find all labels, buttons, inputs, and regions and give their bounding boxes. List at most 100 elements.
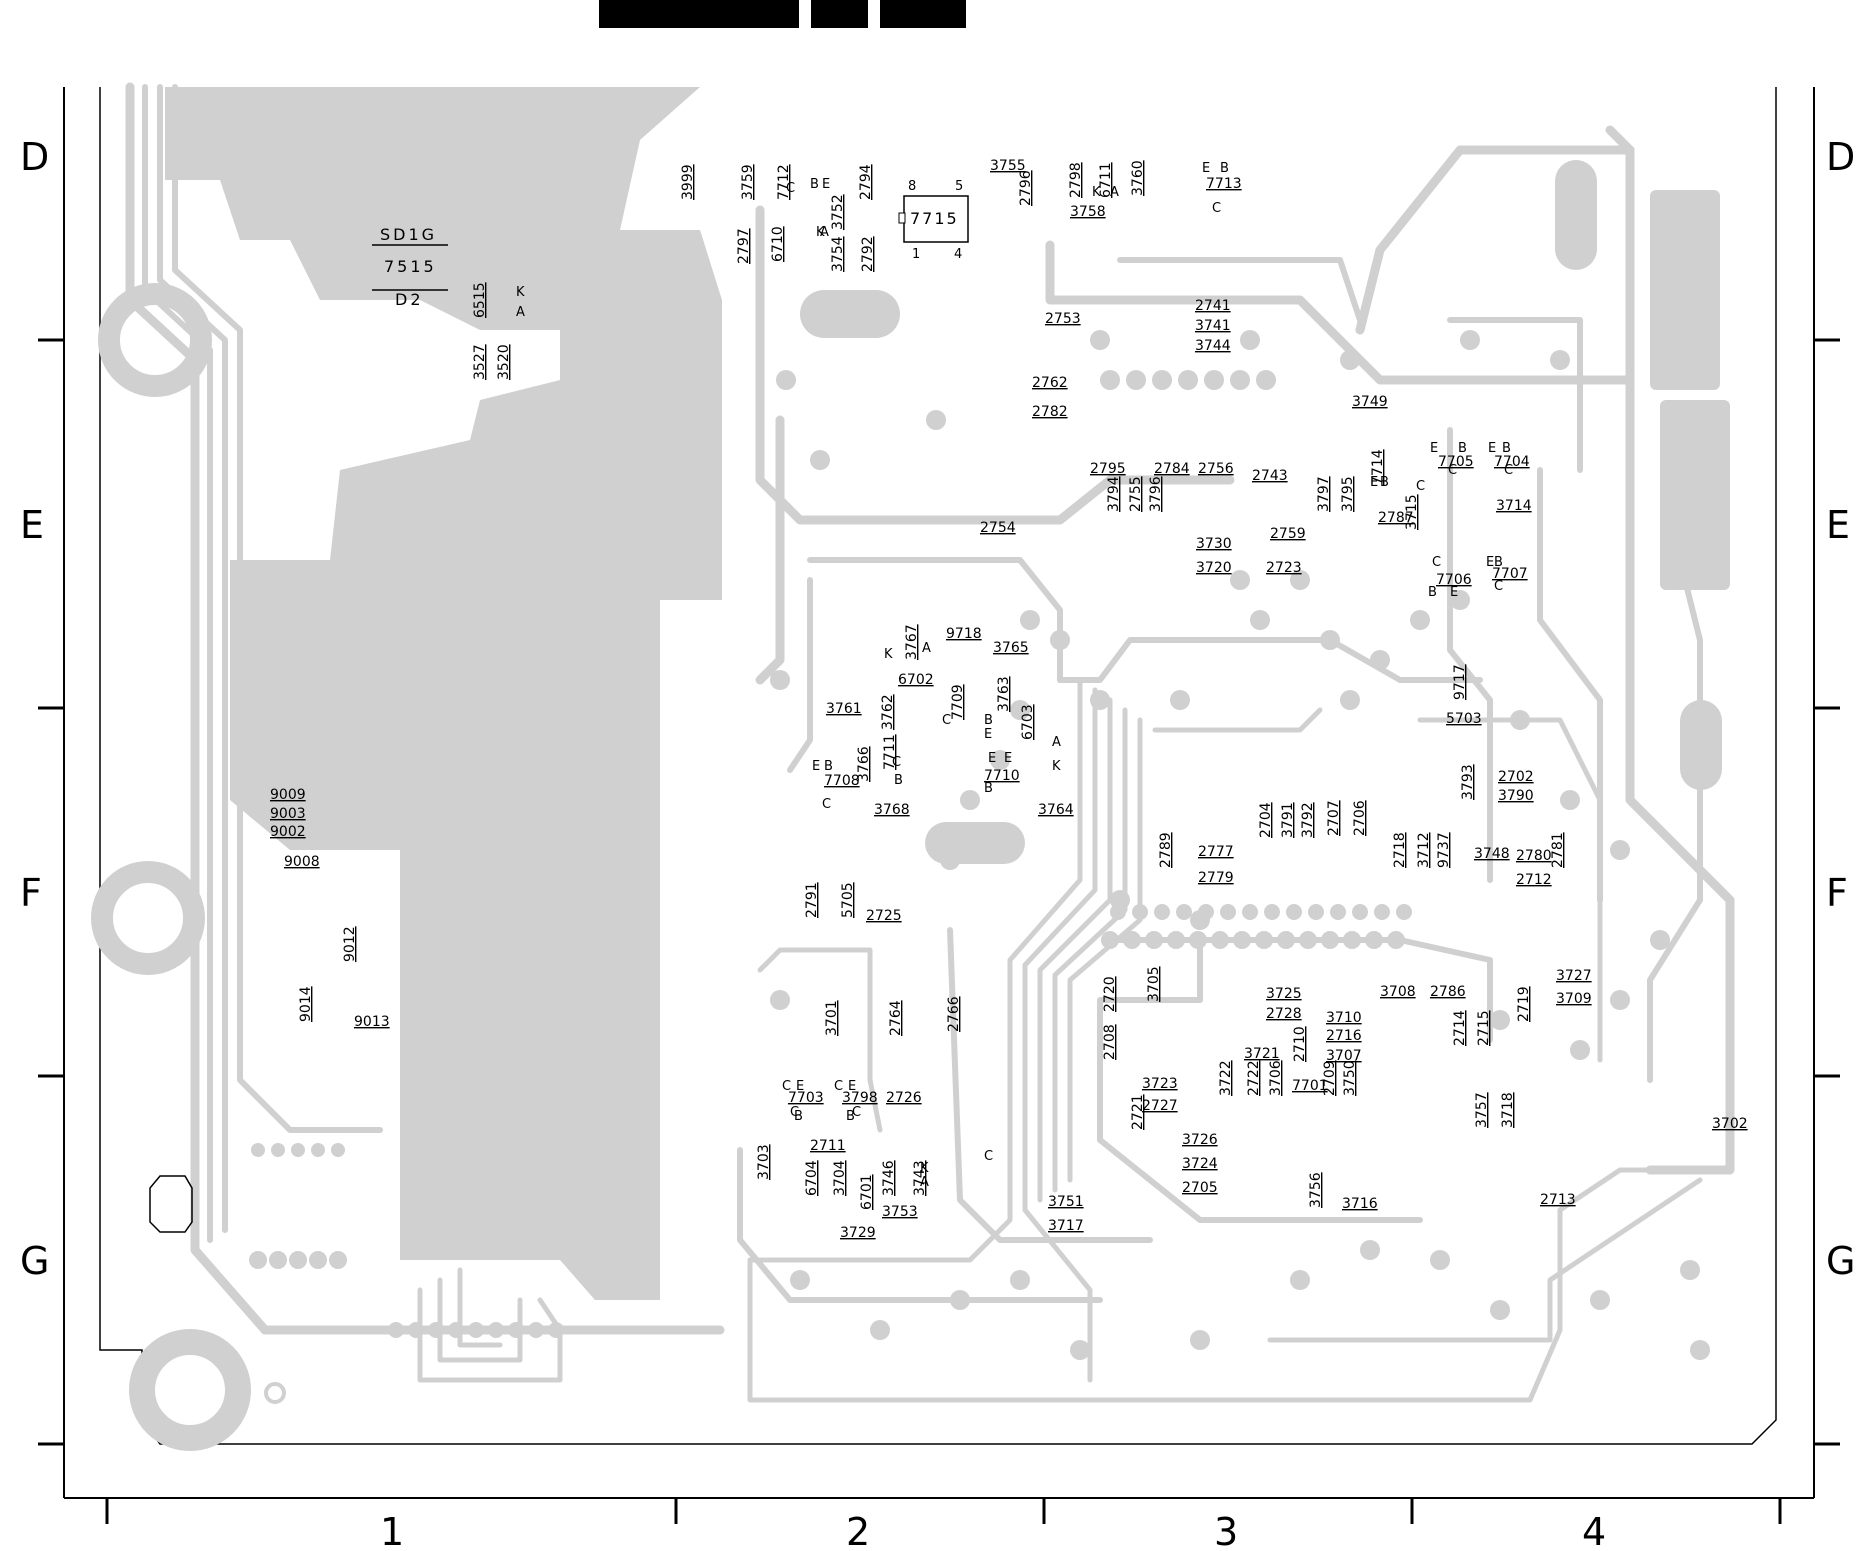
copper-pad — [1430, 1250, 1450, 1270]
copper-pad — [1290, 1270, 1310, 1290]
pin-letter: K — [1092, 185, 1101, 200]
copper-pad — [488, 1322, 504, 1338]
copper-pad — [502, 1112, 518, 1128]
copper-pad — [562, 1112, 578, 1128]
component-ref-3758: 3758 — [1070, 204, 1106, 220]
copper-pad — [482, 982, 498, 998]
component-ref-7710: 7710 — [984, 768, 1020, 784]
component-ref-3712: 3712 — [1416, 832, 1432, 868]
copper-pad — [249, 1251, 267, 1269]
component-ref-6703: 6703 — [1020, 704, 1036, 740]
copper-pad — [331, 1143, 345, 1157]
component-ref-9013: 9013 — [354, 1014, 390, 1030]
pin-letter: C — [852, 1105, 861, 1120]
pin-letter: A — [820, 225, 829, 240]
component-ref-2753: 2753 — [1045, 311, 1081, 327]
copper-pad — [508, 1322, 524, 1338]
component-ref-3717: 3717 — [1048, 1218, 1084, 1234]
copper-pad — [926, 410, 946, 430]
copper-pad — [1680, 1260, 1700, 1280]
component-ref-2728: 2728 — [1266, 1006, 1302, 1022]
copper-pad — [329, 1251, 347, 1269]
component-ref-2766: 2766 — [946, 996, 962, 1032]
ic-7515-line-1: SD1G — [380, 225, 437, 244]
component-ref-2743: 2743 — [1252, 468, 1288, 484]
component-ref-9014: 9014 — [298, 986, 314, 1022]
component-ref-7704: 7704 — [1494, 454, 1530, 470]
copper-pad — [379, 755, 397, 773]
copper-pad — [1340, 690, 1360, 710]
component-ref-2716: 2716 — [1326, 1028, 1362, 1044]
row-label-G-left: G — [20, 1239, 49, 1283]
copper-pad — [1650, 930, 1670, 950]
component-ref-3754: 3754 — [830, 236, 846, 272]
component-ref-3752: 3752 — [830, 194, 846, 230]
component-ref-3761: 3761 — [826, 701, 862, 717]
component-ref-3765: 3765 — [993, 640, 1029, 656]
row-label-E-left: E — [20, 503, 44, 547]
pin-letter: B — [1428, 585, 1437, 600]
copper-pad — [1211, 931, 1229, 949]
row-label-E-right: E — [1826, 503, 1850, 547]
pad-grid — [249, 330, 1710, 1360]
pin-letter: B — [824, 759, 833, 774]
component-ref-7706: 7706 — [1436, 572, 1472, 588]
copper-pad — [1374, 904, 1390, 920]
component-ref-3797: 3797 — [1316, 476, 1332, 512]
column-label-1: 1 — [380, 1510, 404, 1551]
component-ref-6515: 6515 — [472, 282, 488, 318]
copper-pad — [1360, 1240, 1380, 1260]
copper-pad — [1510, 710, 1530, 730]
component-ref-3721: 3721 — [1244, 1046, 1280, 1062]
component-ref-3795: 3795 — [1340, 476, 1356, 512]
pin-letter: C — [1212, 201, 1221, 216]
pin-letter: E — [822, 177, 830, 192]
component-ref-2712: 2712 — [1516, 872, 1552, 888]
component-ref-3767: 3767 — [904, 624, 920, 660]
copper-pad — [442, 1210, 458, 1226]
component-ref-5703: 5703 — [1446, 711, 1482, 727]
component-ref-9002: 9002 — [270, 824, 306, 840]
copper-pad — [810, 450, 830, 470]
pin-letter: E — [1486, 555, 1494, 570]
copper-pad — [523, 759, 537, 773]
copper-pad — [1550, 350, 1570, 370]
pin-letter: C — [782, 1079, 791, 1094]
copper-pad — [1176, 904, 1192, 920]
component-ref-6702: 6702 — [898, 672, 934, 688]
copper-pad — [291, 1143, 305, 1157]
copper-layer — [91, 82, 1735, 1451]
pin-letter: E — [796, 1079, 804, 1094]
component-ref-3705: 3705 — [1146, 966, 1162, 1002]
component-ref-2708: 2708 — [1102, 1024, 1118, 1060]
copper-pad — [790, 1270, 810, 1290]
copper-pad — [522, 1112, 538, 1128]
copper-pad — [428, 1322, 444, 1338]
component-ref-7712: 7712 — [776, 164, 792, 200]
component-ref-3725: 3725 — [1266, 986, 1302, 1002]
copper-pad — [1070, 1340, 1090, 1360]
copper-pad — [603, 759, 617, 773]
copper-pad — [1299, 931, 1317, 949]
copper-pad — [1290, 570, 1310, 590]
copper-pad — [1110, 890, 1130, 910]
ic-7715-pin-1: 1 — [912, 247, 920, 262]
component-ref-3760: 3760 — [1130, 160, 1146, 196]
pin-letter: E — [984, 727, 992, 742]
copper-pad — [309, 1251, 327, 1269]
copper-pad — [442, 862, 458, 878]
pin-letter: B — [810, 177, 819, 192]
copper-pad — [422, 862, 438, 878]
pin-letter: B — [1458, 441, 1467, 456]
copper-pad — [1560, 790, 1580, 810]
pin-letter: K — [816, 225, 825, 240]
copper-pad — [361, 755, 379, 773]
row-label-F-left: F — [20, 871, 42, 915]
component-ref-2725: 2725 — [866, 908, 902, 924]
header-bars — [599, 0, 966, 28]
component-ref-3701: 3701 — [824, 1000, 840, 1036]
component-ref-2709: 2709 — [1322, 1060, 1338, 1096]
copper-pad — [776, 370, 796, 390]
copper-pad — [1090, 330, 1110, 350]
pin-letter: A — [920, 1175, 929, 1190]
